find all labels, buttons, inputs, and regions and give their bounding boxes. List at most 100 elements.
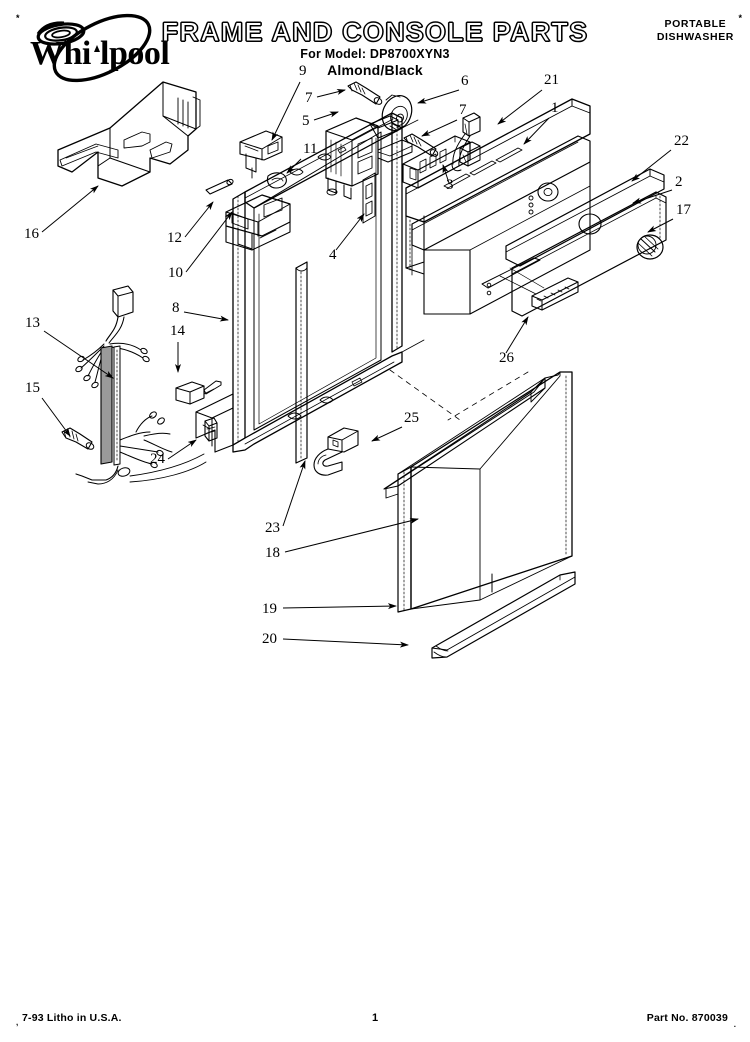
callout-leader-line [523,117,550,145]
callout-number-1: 1 [551,100,559,116]
callout-12-pin-hinge: 12 [167,201,214,246]
part-frame-assembly [195,112,425,453]
callout-4-frame-door-liner: 4 [329,213,365,263]
part-door-switch [175,380,222,405]
part-wiring-harness [75,285,207,485]
callout-leader-line [421,119,458,137]
category-line-1: PORTABLE [664,18,727,30]
part-pin-hinge [205,178,234,195]
part-door-bottom-trim [431,571,576,659]
part-latch-cam-lever [381,94,413,132]
part-latch-strike-bracket [402,135,471,189]
corner-asterisk: * [738,13,742,23]
callout-7-screw-latch-upper: 7 [305,89,346,106]
callout-leader-line [335,213,365,251]
footer-left-tick: , [16,1018,19,1027]
callout-leader-line [505,316,529,354]
callout-number-24: 24 [150,451,166,467]
part-console-knob [636,234,664,260]
callout-leader-line [442,164,450,184]
callout-3-latch-strike-bracket: 3 [442,164,454,193]
callout-leader-line [43,330,114,379]
callout-leader-line [185,211,233,273]
callout-19-door-inner-edge-trim: 19 [262,601,397,617]
callout-10-hinge-bracket: 10 [168,211,233,281]
part-door-center-stile [295,261,308,464]
part-screw-latch-upper [347,81,383,105]
svg-text:Whi: Whi [30,35,91,72]
callout-number-25: 25 [404,410,419,426]
callout-number-22: 22 [674,133,689,149]
callout-15-ground-screw: 15 [25,380,71,437]
callout-14-switch-door: 14 [170,323,186,373]
category-line-2: DISHWASHER [656,31,734,43]
callout-26-model-nameplate-badge: 26 [499,316,529,366]
footer-litho: 7-93 Litho in U.S.A. [22,1012,122,1024]
callout-number-21: 21 [544,72,559,88]
part-hinge-bracket [225,194,291,251]
callout-number-9: 9 [299,63,307,79]
callout-leader-line [183,311,229,322]
callout-leader-line [371,426,403,442]
whirlpool-swirl-logo: Whi lpool [30,13,170,83]
callout-leader-line [282,638,409,648]
whirlpool-logo: Whi lpool [14,12,194,83]
callout-20-door-bottom-trim: 20 [262,631,409,648]
part-console-end-cap [57,81,201,187]
callout-number-19: 19 [262,601,277,617]
callout-leader-line [647,218,674,233]
svg-text:lpool: lpool [100,35,169,72]
callout-leader-line [286,158,302,174]
part-door-outer-panel [385,371,573,613]
callout-number-5: 5 [302,113,310,129]
callout-13-wiring-harness: 13 [25,315,114,379]
page-footer: , 7-93 Litho in U.S.A. 1 Part No. 870039… [0,1012,750,1029]
callout-leader-line [41,397,71,437]
callout-number-26: 26 [499,350,515,366]
part-right-side-bracket [459,141,481,167]
callout-number-17: 17 [676,202,692,218]
callout-1-console-housing: 1 [523,100,559,145]
callout-number-3: 3 [446,177,454,193]
callout-number-23: 23 [265,520,280,536]
part-latch-assembly [325,115,413,200]
callout-16-console-end-cap: 16 [24,185,99,242]
callout-17-console-knob: 17 [647,202,692,233]
callout-7-screw-latch-lower: 7 [421,102,467,137]
callout-21-console-wire-connector: 21 [497,72,559,125]
callout-leader-line [632,189,673,204]
callout-5-latch-assembly: 5 [302,111,339,129]
callout-number-7: 7 [459,102,467,118]
callout-leader-line [282,460,306,527]
callout-leader-line [41,185,99,233]
part-clip-retainer [266,172,287,189]
construction-guide-lines [389,369,529,421]
part-console-panel-overlay [486,168,667,317]
callout-number-6: 6 [461,73,469,89]
callout-number-2: 2 [675,174,683,190]
part-console-housing [405,98,591,315]
part-door-strike-bracket [239,130,283,179]
callout-23-door-center-stile: 23 [265,460,306,536]
brand-asterisk: * [16,13,20,23]
callout-number-20: 20 [262,631,277,647]
callout-9-door-strike-bracket: 9 [271,63,307,141]
callout-25-door-handle-bracket: 25 [371,410,419,442]
callout-leader-line [271,81,301,141]
part-door-handle-bracket [313,427,359,476]
callout-leader-line [417,89,460,104]
callout-number-11: 11 [303,141,317,157]
callout-number-10: 10 [168,265,183,281]
callout-leader-line [631,149,672,182]
footer-page-number: 1 [371,1012,379,1024]
callout-2-console-panel-overlay: 2 [632,174,683,204]
callout-leader-line [316,89,346,98]
callout-leader-line [167,439,197,460]
callout-6-latch-cam-lever: 6 [417,73,469,104]
part-door-top-slab [383,377,546,490]
callout-number-4: 4 [329,247,337,263]
callout-24-grommet-bushing: 24 [150,439,197,467]
callout-11-clip-retainer: 11 [286,141,317,174]
